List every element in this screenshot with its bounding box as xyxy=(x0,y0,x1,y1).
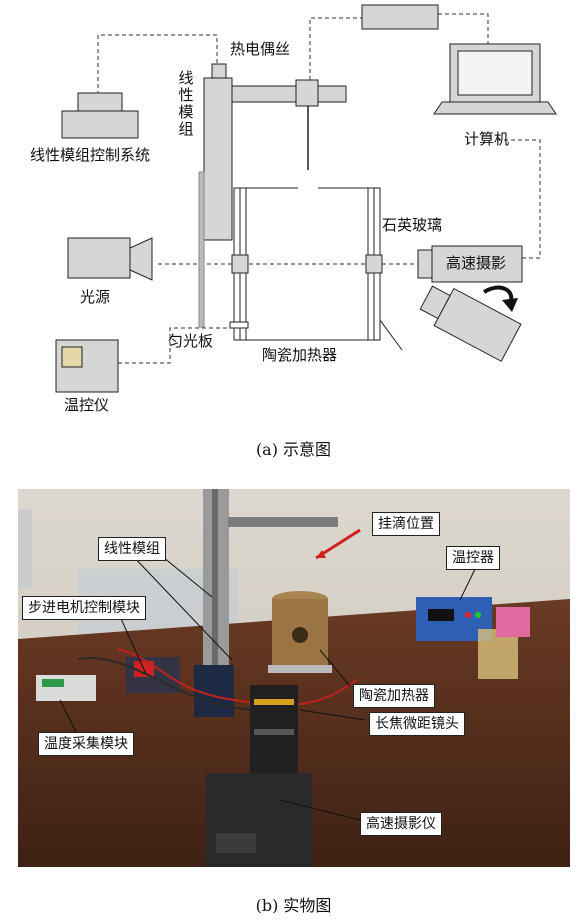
schematic-diagram xyxy=(55,4,557,393)
label-diffuser: 匀光板 xyxy=(168,332,214,350)
callout-high-speed-camera: 高速摄影仪 xyxy=(360,812,442,836)
diffuser-plate xyxy=(198,171,205,328)
label-computer: 计算机 xyxy=(464,130,510,148)
light-source-icon xyxy=(67,237,153,281)
caption-a: (a) 示意图 xyxy=(255,440,332,459)
callout-stepper-control: 步进电机控制模块 xyxy=(22,596,146,620)
label-thermocouple: 热电偶丝 xyxy=(230,40,291,58)
linear-module-control-box xyxy=(61,92,139,139)
callout-ceramic-heater: 陶瓷加热器 xyxy=(353,684,435,708)
temp-controller-box xyxy=(55,339,119,393)
linear-module xyxy=(203,63,347,241)
label-linear-module: 线性模组 xyxy=(178,69,194,138)
label-quartz-glass: 石英玻璃 xyxy=(382,216,443,234)
label-ceramic-heater: 陶瓷加热器 xyxy=(262,346,338,364)
callout-temp-controller: 温控器 xyxy=(446,546,500,570)
label-high-speed-camera: 高速摄影 xyxy=(446,254,507,272)
caption-b: (b) 实物图 xyxy=(255,896,332,915)
top-instrument-box xyxy=(361,4,439,30)
high-speed-camera-icon xyxy=(417,245,523,283)
label-linear-module-control: 线性模组控制系统 xyxy=(30,146,151,164)
laptop-icon xyxy=(433,43,557,115)
label-light-source: 光源 xyxy=(80,288,111,306)
ceramic-heater xyxy=(229,187,383,341)
tilted-camera-icon xyxy=(419,285,522,362)
callout-droplet-position: 挂滴位置 xyxy=(372,512,440,536)
callout-macro-lens: 长焦微距镜头 xyxy=(369,712,465,736)
callout-linear-module: 线性模组 xyxy=(98,537,166,561)
label-temp-controller: 温控仪 xyxy=(64,396,110,414)
callout-temp-acquisition: 温度采集模块 xyxy=(38,732,134,756)
